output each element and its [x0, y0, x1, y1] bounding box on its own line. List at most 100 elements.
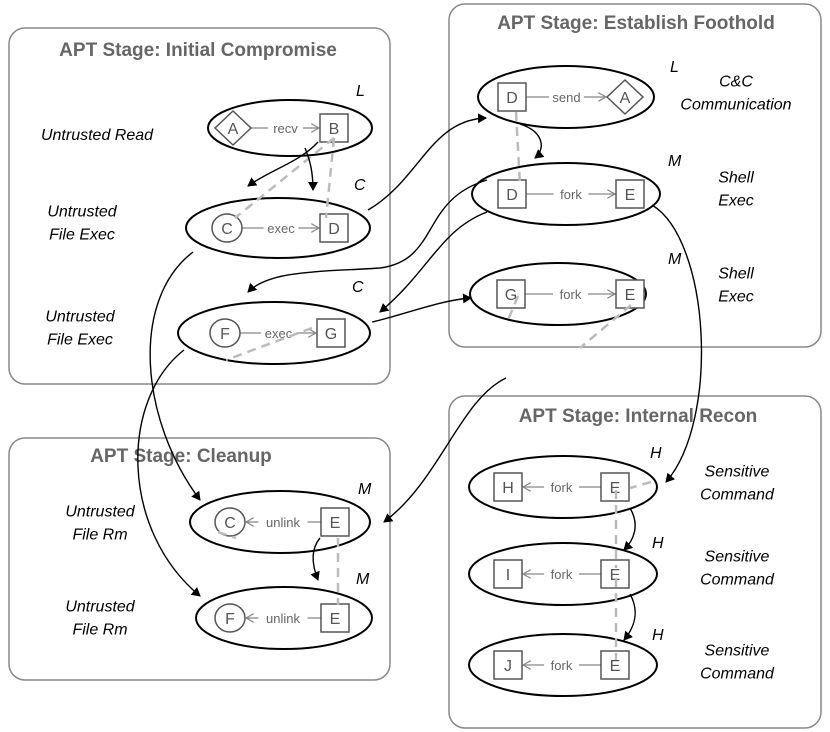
severity-level: M	[668, 251, 682, 268]
event-description: Shell	[718, 170, 754, 187]
square-node: E	[615, 179, 645, 209]
severity-level: M	[356, 571, 370, 588]
square-node: E	[320, 507, 350, 537]
circle-node: C	[214, 507, 246, 537]
dependency-link	[324, 137, 336, 219]
square-node: J	[493, 650, 523, 680]
dependency-link	[514, 111, 522, 186]
severity-level: L	[356, 83, 365, 100]
circle-node: C	[211, 213, 243, 243]
operation-label: fork	[560, 287, 582, 302]
causal-arrow	[623, 593, 636, 641]
causal-arrow	[304, 147, 318, 191]
edge: unlink	[247, 611, 321, 626]
event-description: Untrusted	[45, 309, 115, 326]
severity-level: M	[668, 153, 682, 170]
node-letter: D	[506, 187, 518, 204]
edge: recv	[251, 121, 318, 136]
event-description: Untrusted	[65, 599, 135, 616]
causal-arrow	[383, 377, 507, 523]
edge: unlink	[247, 515, 321, 530]
causal-arrow	[379, 211, 488, 313]
edge: fork	[524, 658, 601, 673]
dependency-link	[506, 295, 520, 321]
stage-title: APT Stage: Establish Foothold	[497, 13, 775, 34]
operation-label: recv	[273, 121, 298, 136]
severity-level: C	[354, 177, 366, 194]
diamond-node: A	[213, 109, 253, 147]
event-description: Untrusted	[65, 504, 135, 521]
node-letter: I	[506, 567, 510, 584]
node-letter: E	[625, 187, 636, 204]
severity-level: C	[352, 279, 364, 296]
node-letter: E	[330, 611, 341, 628]
operation-label: exec	[267, 221, 295, 236]
event-description: Exec	[718, 193, 754, 210]
stage-title: APT Stage: Cleanup	[90, 446, 272, 467]
edge: fork	[524, 480, 601, 495]
dependency-link	[225, 326, 313, 362]
event-description: Communication	[680, 97, 791, 114]
event-description: Command	[700, 572, 775, 589]
square-node: B	[319, 113, 349, 143]
node-letter: E	[610, 658, 621, 675]
event-description: File Rm	[72, 527, 127, 544]
severity-level: M	[358, 481, 372, 498]
edge: fork	[526, 187, 614, 202]
event-description: Shell	[718, 266, 754, 283]
node-letter: G	[505, 287, 517, 304]
causal-arrow	[651, 204, 703, 483]
event-description: Sensitive	[705, 643, 770, 660]
circle-node: F	[209, 318, 241, 348]
node-letter: E	[625, 287, 636, 304]
event-description: C&C	[719, 74, 753, 91]
operation-label: exec	[265, 326, 293, 341]
event-description: Exec	[718, 289, 754, 306]
event-description: File Exec	[47, 332, 113, 349]
event-description: File Exec	[49, 227, 115, 244]
dependency-links	[217, 111, 652, 660]
square-node: I	[493, 559, 523, 589]
edge: fork	[524, 567, 601, 582]
square-node: E	[600, 472, 630, 502]
event-description: Sensitive	[705, 549, 770, 566]
stage-title: APT Stage: Internal Recon	[519, 406, 758, 427]
operation-label: fork	[560, 187, 582, 202]
causal-arrow	[519, 123, 545, 159]
event-description: Command	[700, 666, 775, 683]
node-letter: G	[325, 326, 337, 343]
event-description: File Rm	[72, 622, 127, 639]
event-ellipse	[468, 633, 658, 697]
square-node: E	[615, 279, 645, 309]
operation-label: fork	[551, 567, 573, 582]
causal-arrow	[247, 141, 319, 187]
event-exec: exec F G C	[177, 279, 371, 365]
operation-label: fork	[551, 658, 573, 673]
operation-label: fork	[551, 480, 573, 495]
event-exec: exec C D C	[185, 177, 371, 259]
event-description: Sensitive	[705, 464, 770, 481]
circle-node: F	[214, 603, 246, 633]
causal-arrow	[149, 251, 201, 501]
node-letter: A	[228, 121, 239, 138]
stage-title: APT Stage: Initial Compromise	[59, 40, 337, 61]
node-letter: D	[328, 221, 340, 238]
event-description: Command	[700, 487, 775, 504]
node-letter: F	[220, 326, 230, 343]
event-ellipse	[477, 65, 655, 129]
square-node: E	[320, 603, 350, 633]
event-ellipse	[177, 301, 371, 365]
dependency-link	[579, 304, 632, 349]
node-letter: B	[329, 121, 340, 138]
square-node: D	[497, 82, 527, 112]
square-node: G	[316, 318, 346, 348]
event-ellipse	[185, 197, 371, 259]
node-letter: E	[610, 567, 621, 584]
square-node: D	[497, 179, 527, 209]
causal-arrow	[310, 537, 321, 581]
node-letter: E	[330, 515, 341, 532]
